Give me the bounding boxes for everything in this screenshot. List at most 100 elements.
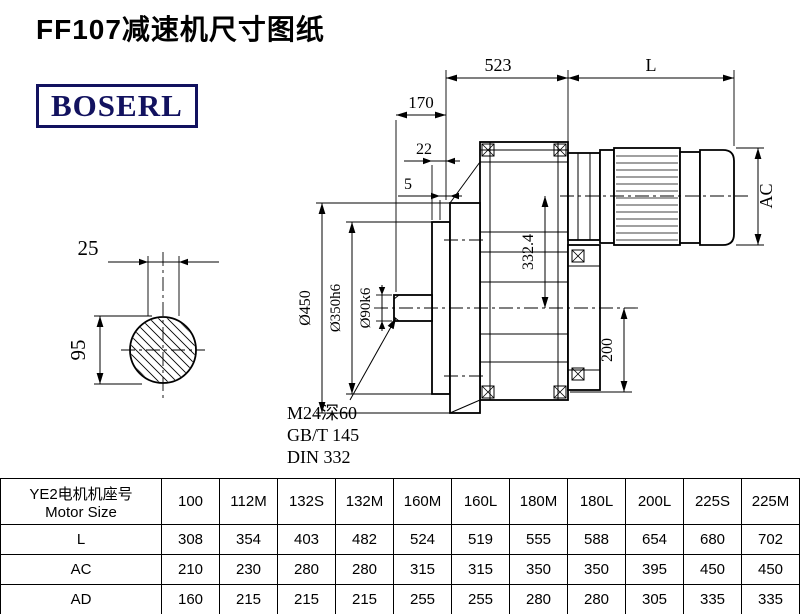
row-label-L: L: [0, 524, 162, 555]
boserl-logo: BOSERL: [36, 84, 198, 128]
value-cell: 255: [393, 584, 452, 614]
value-cell: 280: [277, 554, 336, 585]
dim-key-width-label: 25: [78, 236, 99, 260]
dim-200: 200: [570, 308, 632, 393]
value-cell: 305: [625, 584, 684, 614]
motor-flange: [599, 149, 615, 244]
value-cell: 354: [219, 524, 278, 555]
col-header-132M: 132M: [335, 478, 394, 525]
col-header-225M: 225M: [741, 478, 800, 525]
gearbox-view: [374, 141, 748, 414]
dim-shaft-d: Ø90k6: [358, 285, 392, 331]
value-cell: 160: [161, 584, 220, 614]
value-cell: 555: [509, 524, 568, 555]
motor-size-header-cn: YE2电机机座号: [29, 485, 133, 503]
value-cell: 335: [741, 584, 800, 614]
standard-gbt-label: GB/T 145: [287, 425, 359, 445]
fan-cover: [699, 149, 735, 246]
col-header-160M: 160M: [393, 478, 452, 525]
dim-523-label: 523: [485, 55, 512, 75]
col-header-180L: 180L: [567, 478, 626, 525]
motor-body: [613, 147, 681, 246]
dimensions: 523 L 170 22: [287, 55, 776, 467]
dim-170-label: 170: [408, 93, 434, 112]
shaft-section-view: 25 95: [66, 236, 219, 398]
dim-5-label: 5: [404, 176, 412, 193]
dim-key-height: 95: [66, 315, 152, 385]
dim-170: 170: [395, 93, 446, 292]
dim-flange-od: Ø450: [297, 202, 450, 414]
dim-200-label: 200: [599, 338, 616, 362]
dim-AC-label: AC: [756, 183, 776, 208]
dim-22: 22: [404, 141, 460, 220]
bolt-bosses: [481, 143, 585, 399]
dim-spigot: Ø350h6: [328, 221, 432, 395]
col-header-160L: 160L: [451, 478, 510, 525]
standard-din-label: DIN 332: [287, 447, 351, 467]
value-cell: 350: [509, 554, 568, 585]
gear-housing: [479, 141, 569, 401]
value-cell: 280: [335, 554, 394, 585]
dim-shaft-d-label: Ø90k6: [358, 287, 374, 328]
value-cell: 210: [161, 554, 220, 585]
page-title: FF107减速机尺寸图纸: [36, 14, 325, 45]
value-cell: 524: [393, 524, 452, 555]
dim-key-height-label: 95: [66, 340, 90, 361]
col-header-200L: 200L: [625, 478, 684, 525]
col-header-100: 100: [161, 478, 220, 525]
thread-note-label: M24深60: [287, 403, 357, 423]
dim-L-label: L: [646, 55, 657, 75]
motor-size-header: YE2电机机座号 Motor Size: [0, 478, 162, 525]
motor-size-header-en: Motor Size: [45, 503, 117, 521]
value-cell: 350: [567, 554, 626, 585]
value-cell: 215: [219, 584, 278, 614]
col-header-225S: 225S: [683, 478, 742, 525]
dim-332-label: 332.4: [520, 234, 537, 270]
value-cell: 654: [625, 524, 684, 555]
value-cell: 255: [451, 584, 510, 614]
col-header-180M: 180M: [509, 478, 568, 525]
housing-lower-block: [567, 244, 601, 391]
row-label-AC: AC: [0, 554, 162, 585]
col-header-132S: 132S: [277, 478, 336, 525]
value-cell: 315: [451, 554, 510, 585]
value-cell: 482: [335, 524, 394, 555]
value-cell: 680: [683, 524, 742, 555]
value-cell: 230: [219, 554, 278, 585]
value-cell: 403: [277, 524, 336, 555]
dim-332: 332.4: [520, 196, 549, 308]
motor-fins: [616, 155, 678, 241]
boserl-logo-text: BOSERL: [51, 88, 183, 123]
dim-key-width: 25: [78, 236, 219, 316]
value-cell: 280: [567, 584, 626, 614]
dim-flange-od-label: Ø450: [297, 290, 314, 326]
motor-adapter: [567, 152, 601, 241]
value-cell: 335: [683, 584, 742, 614]
value-cell: 588: [567, 524, 626, 555]
row-label-AD: AD: [0, 584, 162, 614]
dim-spigot-label: Ø350h6: [328, 283, 344, 332]
dim-22-label: 22: [416, 141, 432, 158]
value-cell: 702: [741, 524, 800, 555]
dim-L: L: [568, 55, 734, 82]
thread-note: M24深60 GB/T 145 DIN 332: [287, 317, 397, 467]
col-header-112M: 112M: [219, 478, 278, 525]
value-cell: 315: [393, 554, 452, 585]
value-cell: 519: [451, 524, 510, 555]
dim-523: 523: [445, 55, 735, 200]
motor-bearing-bracket: [679, 151, 701, 244]
value-cell: 450: [741, 554, 800, 585]
value-cell: 215: [335, 584, 394, 614]
value-cell: 215: [277, 584, 336, 614]
dimension-drawing: 25 95: [66, 55, 776, 467]
value-cell: 308: [161, 524, 220, 555]
value-cell: 280: [509, 584, 568, 614]
dim-AC: AC: [736, 147, 776, 246]
value-cell: 450: [683, 554, 742, 585]
